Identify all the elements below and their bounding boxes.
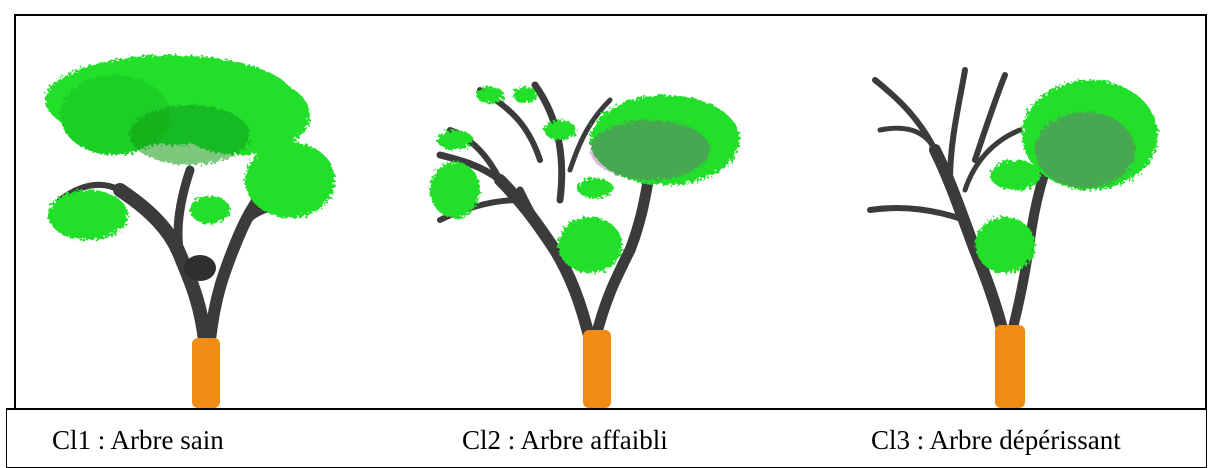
tree-weakened-illustration <box>430 81 740 408</box>
tree-healthy-trunk-band <box>192 338 220 408</box>
tree-healthy-knot <box>184 255 216 281</box>
caption-cl2-weakened-tree: Cl2 : Arbre affaibli <box>462 425 668 455</box>
tree-weakened-trunk-band <box>583 330 611 408</box>
tree-healthy-branches <box>57 165 284 347</box>
tree-declining-foliage <box>975 80 1158 273</box>
tree-declining-branches <box>867 67 1060 346</box>
tree-weakened-branches <box>436 81 656 346</box>
caption-cl1-healthy-tree: Cl1 : Arbre sain <box>52 425 224 455</box>
tree-declining-illustration <box>867 67 1158 408</box>
tree-weakened-foliage <box>430 87 740 273</box>
illustration-frame <box>14 14 1207 408</box>
caption-cl3-declining-tree: Cl3 : Arbre dépérissant <box>871 425 1121 455</box>
tree-healthy-foliage <box>45 55 335 240</box>
tree-healthy-illustration <box>45 55 335 408</box>
tree-declining-trunk-band <box>995 325 1025 408</box>
